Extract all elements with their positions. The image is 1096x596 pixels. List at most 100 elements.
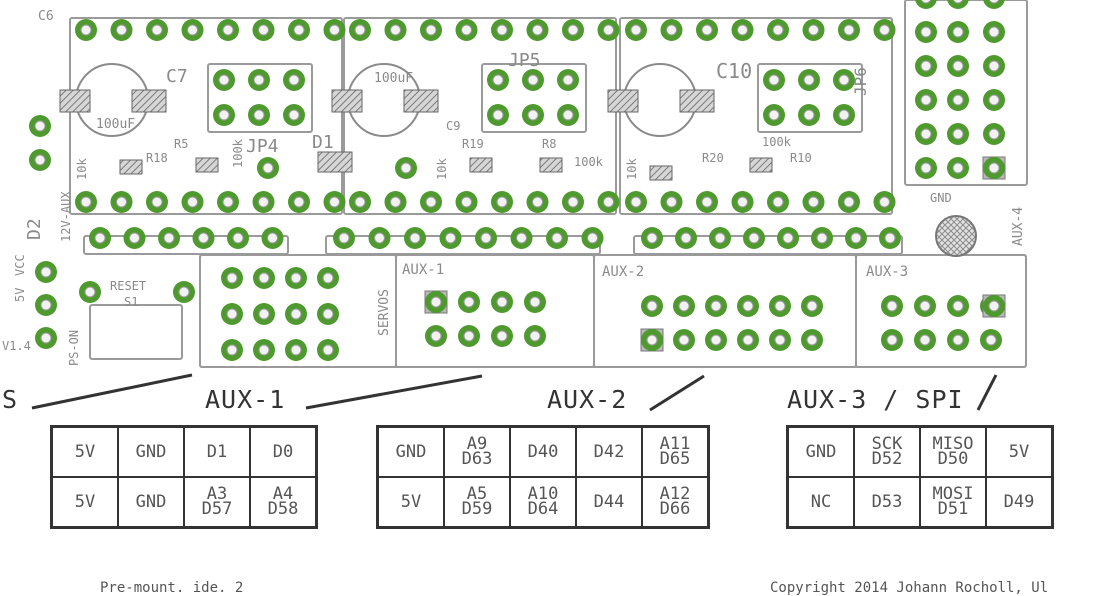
resistor — [539, 157, 563, 173]
pad-hole — [952, 0, 964, 4]
pad-hole — [496, 24, 508, 36]
pad-hole — [803, 109, 815, 121]
pad — [983, 0, 1005, 9]
label-aux3: AUX-3 — [866, 264, 908, 280]
pin-label: GND — [395, 441, 427, 462]
pad-hole — [258, 344, 270, 356]
pad-hole — [226, 344, 238, 356]
label-c9: C9 — [446, 119, 460, 133]
pad-hole — [806, 334, 818, 346]
pad-hole — [163, 232, 175, 244]
footer-left-text: Pre-mount. ide. 2 — [100, 580, 244, 596]
label-jp5: JP5 — [508, 50, 541, 71]
pad-hole — [461, 24, 472, 36]
label-jp4: JP4 — [246, 136, 279, 157]
pin-label: GND — [135, 441, 167, 462]
pad-hole — [322, 272, 334, 284]
pad-hole — [768, 74, 780, 86]
pad-hole — [850, 232, 862, 244]
capacitor-lead — [607, 89, 639, 113]
pad-hole — [603, 24, 614, 36]
pad-hole — [646, 334, 658, 346]
label-v1-4: V1.4 — [2, 339, 31, 353]
resistor — [119, 159, 143, 175]
label-jp6: JP6 — [851, 67, 870, 96]
pad-hole — [232, 232, 244, 244]
pad-hole — [587, 232, 598, 244]
label-100uf: 100uF — [96, 117, 135, 132]
pin-label: 5V — [74, 491, 96, 512]
label-r8: R8 — [542, 137, 556, 151]
pad-hole — [988, 94, 1000, 106]
pad-hole — [710, 334, 722, 346]
pin-cell: D49 — [985, 476, 1054, 529]
pad-hole — [253, 109, 265, 121]
pad — [915, 0, 937, 9]
pad-hole — [480, 232, 492, 244]
pad-hole — [774, 300, 786, 312]
pad-hole — [94, 232, 106, 244]
label-aux2: AUX-2 — [602, 264, 644, 280]
pad-hole — [529, 330, 541, 342]
label-100k: 100k — [231, 138, 245, 168]
pin-cell: D40 — [509, 425, 577, 478]
pin-label: D65 — [659, 449, 691, 469]
pad-hole — [409, 232, 421, 244]
label-r19: R19 — [462, 137, 484, 151]
pad-hole — [678, 300, 690, 312]
pad-hole — [808, 24, 819, 36]
pad-hole — [329, 196, 340, 208]
pin-label: D40 — [527, 441, 559, 462]
pad-hole — [768, 109, 780, 121]
pad-hole — [116, 196, 127, 208]
pin-label: A3 — [206, 484, 228, 504]
pad-hole — [630, 196, 642, 208]
pin-label: 5V — [1008, 441, 1030, 462]
label-ps-on: PS-ON — [67, 330, 81, 366]
pad-hole — [151, 24, 163, 36]
driver-module-outline — [69, 17, 343, 215]
pin-label: D57 — [201, 499, 233, 519]
pointer-line-servos — [31, 373, 193, 410]
pad-hole — [288, 74, 300, 86]
label-d1: D1 — [312, 132, 334, 153]
pin-label: A10 — [527, 484, 559, 504]
pad-hole — [666, 24, 677, 36]
pad-hole — [187, 196, 198, 208]
pad-hole — [529, 296, 541, 308]
pad-hole — [430, 296, 442, 308]
pad-hole — [532, 196, 543, 208]
pin-label: D58 — [267, 499, 299, 519]
pin-cell: GND — [376, 425, 445, 478]
pin-label: MOSI — [932, 484, 974, 504]
pin-label: GND — [135, 491, 167, 512]
pad-hole — [988, 300, 1000, 312]
label-10k: 10k — [435, 158, 449, 180]
pad-hole — [952, 162, 964, 174]
pad-hole — [463, 296, 475, 308]
pin-label: D51 — [937, 499, 969, 519]
label-aux1: AUX-1 — [402, 262, 444, 278]
pin-cell: GND — [117, 476, 185, 529]
pad-hole — [806, 300, 818, 312]
pad-hole — [884, 232, 896, 244]
label-r5: R5 — [174, 137, 188, 151]
pad-hole — [40, 332, 52, 344]
pad-hole — [562, 74, 574, 86]
pad-hole — [567, 24, 579, 36]
pad-hole — [772, 196, 784, 208]
caption-aux3-spi: AUX-3 / SPI — [787, 385, 964, 414]
pin-label: D63 — [461, 449, 493, 469]
pin-label: D52 — [871, 449, 903, 469]
pad-hole — [551, 232, 563, 244]
diode-body — [317, 151, 353, 173]
pad-hole — [886, 334, 898, 346]
pad-hole — [390, 24, 401, 36]
label-reset: RESET — [110, 279, 146, 293]
